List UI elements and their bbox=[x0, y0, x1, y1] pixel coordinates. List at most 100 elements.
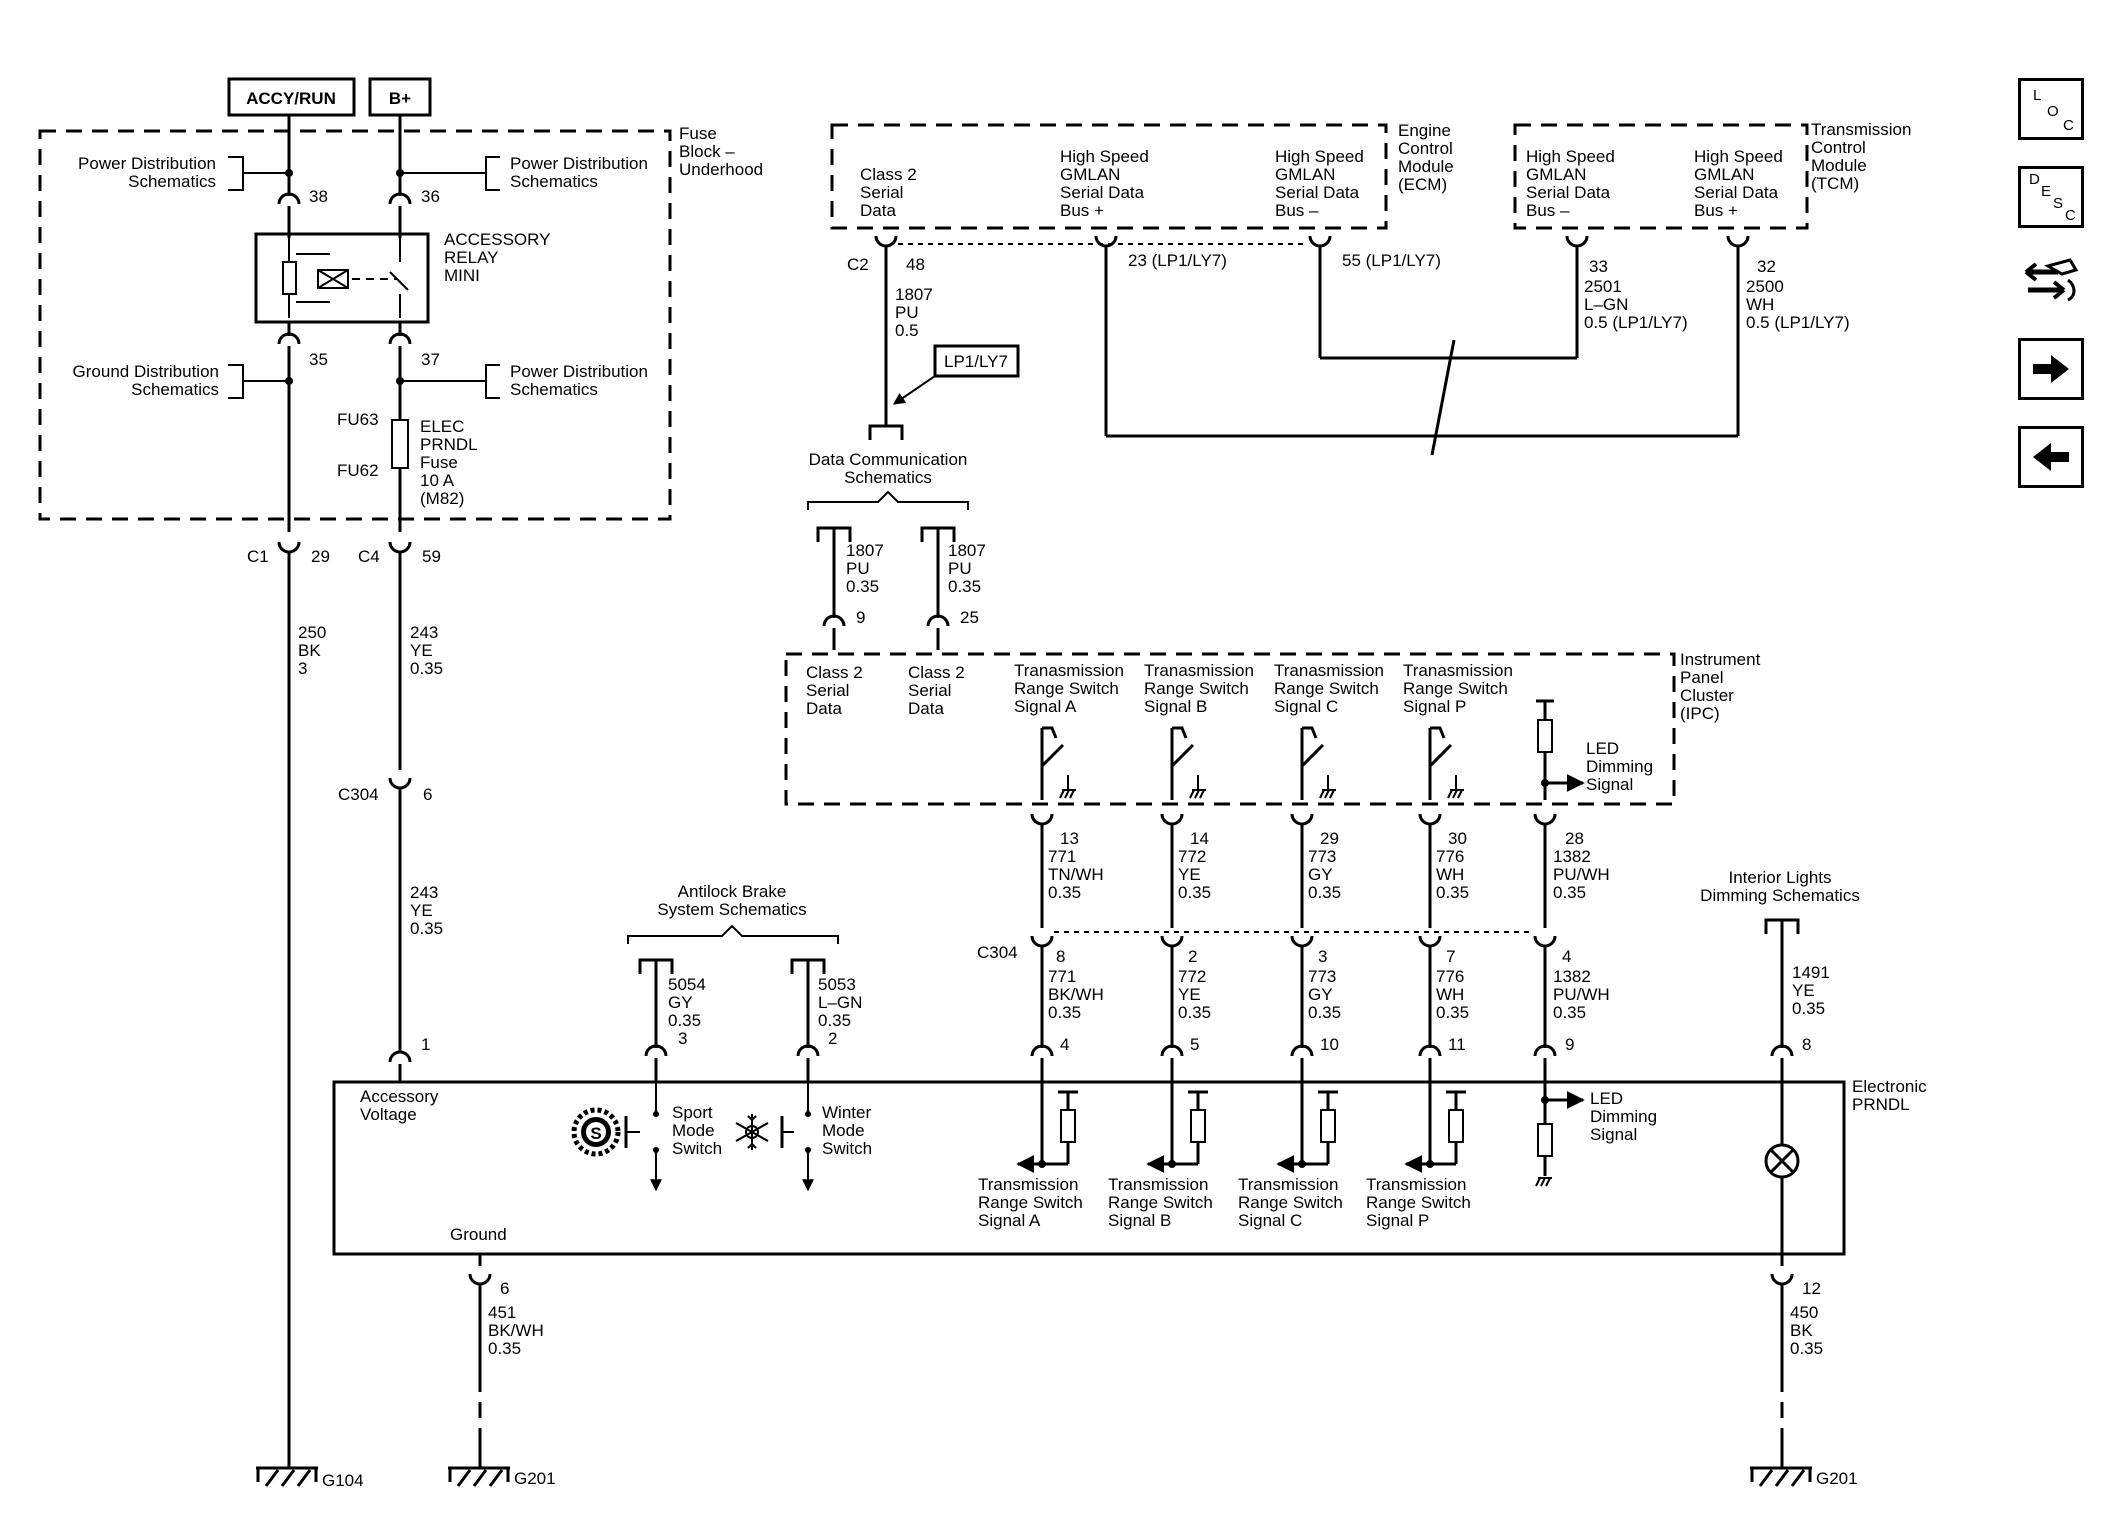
ipc-trs-p-3: Signal P bbox=[1403, 697, 1466, 716]
tcm-hsplus-3: Serial Data bbox=[1694, 183, 1779, 202]
data-comm-label-2: Schematics bbox=[844, 468, 932, 487]
c1-pin: 29 bbox=[311, 547, 330, 566]
ipc-title-3: Cluster bbox=[1680, 686, 1734, 705]
abs-5053-3: 0.35 bbox=[818, 1011, 851, 1030]
tcm-title-2: Control bbox=[1811, 138, 1866, 157]
rwl-led-pin: 4 bbox=[1562, 947, 1571, 966]
lp1-ly7-label: LP1/LY7 bbox=[944, 352, 1008, 371]
ground-g201-left-icon bbox=[448, 1466, 510, 1487]
sport-mode-gear-icon: S bbox=[571, 1107, 621, 1157]
ecm-pin-55: 55 (LP1/LY7) bbox=[1342, 251, 1441, 270]
fuse-block-title-3: Underhood bbox=[679, 160, 763, 179]
ipc-trs-a-3: Signal A bbox=[1014, 697, 1077, 716]
relay-label-1: ACCESSORY bbox=[444, 230, 550, 249]
tcm-outline bbox=[1513, 123, 1809, 230]
prndl-trs-p-3: Signal P bbox=[1366, 1211, 1429, 1230]
prndl-accv-1: Accessory bbox=[360, 1087, 439, 1106]
sport-label-2: Mode bbox=[672, 1121, 715, 1140]
rwu-a-size: 0.35 bbox=[1048, 883, 1081, 902]
prndl-title-1: Electronic bbox=[1852, 1077, 1927, 1096]
fuse-label-4: 10 A bbox=[420, 471, 455, 490]
ecm-hsminus-1: High Speed bbox=[1275, 147, 1364, 166]
rwu-a-pin: 13 bbox=[1060, 829, 1079, 848]
pds-left-2: Schematics bbox=[128, 172, 216, 191]
wire-450-2: BK bbox=[1790, 1321, 1813, 1340]
ipc-trs-c-2: Range Switch bbox=[1274, 679, 1379, 698]
rwl-c-num: 773 bbox=[1308, 967, 1336, 986]
desc-button[interactable]: D E S C bbox=[2018, 166, 2084, 228]
dc-wire-a-1: 1807 bbox=[846, 541, 884, 560]
prndl-input-c bbox=[1276, 1082, 1338, 1173]
desc-letter-c: C bbox=[2065, 207, 2076, 224]
rwu-p-color: WH bbox=[1436, 865, 1464, 884]
range-wire-c bbox=[1290, 813, 1314, 1082]
ecm-title-2: Control bbox=[1398, 139, 1453, 158]
tcm-hsminus-2: GMLAN bbox=[1526, 165, 1586, 184]
abs-5054-1: 5054 bbox=[668, 975, 706, 994]
wire-450-1: 450 bbox=[1790, 1303, 1818, 1322]
wire-1491-3: 0.35 bbox=[1792, 999, 1825, 1018]
c304-left-label: C304 bbox=[338, 785, 379, 804]
lp1-ly7-tag bbox=[933, 344, 1020, 378]
wrench-icon bbox=[2024, 258, 2079, 302]
desc-letter-s: S bbox=[2053, 195, 2064, 212]
wire-250-3: 3 bbox=[298, 659, 307, 678]
c1-label: C1 bbox=[247, 547, 269, 566]
abs-5054-2: GY bbox=[668, 993, 693, 1012]
accessory-relay bbox=[254, 232, 430, 324]
ipc-class2b-3: Data bbox=[908, 699, 944, 718]
rwu-led-size: 0.35 bbox=[1553, 883, 1586, 902]
tcm-hsplus-2: GMLAN bbox=[1694, 165, 1754, 184]
fuse-label-3: Fuse bbox=[420, 453, 458, 472]
ipc-led-2: Dimming bbox=[1586, 757, 1653, 776]
data-comm-label-1: Data Communication bbox=[809, 450, 968, 469]
prndl-accv-2: Voltage bbox=[360, 1105, 417, 1124]
arrow-right-icon bbox=[2033, 355, 2069, 383]
ipc-title-1: Instrument bbox=[1680, 650, 1761, 669]
ipc-trs-c-3: Signal C bbox=[1274, 697, 1338, 716]
relay-label-3: MINI bbox=[444, 266, 480, 285]
winter-label-1: Winter bbox=[822, 1103, 871, 1122]
rwu-p-num: 776 bbox=[1436, 847, 1464, 866]
ipc-class2a-2: Serial bbox=[806, 681, 849, 700]
next-button[interactable] bbox=[2018, 338, 2084, 400]
tcm-hsplus-4: Bus + bbox=[1694, 201, 1738, 220]
pin-38: 38 bbox=[309, 187, 328, 206]
tools-icon-button[interactable] bbox=[2018, 250, 2084, 312]
rwu-p-pin: 30 bbox=[1448, 829, 1467, 848]
relay-label-2: RELAY bbox=[444, 248, 499, 267]
tcm-hsplus-1: High Speed bbox=[1694, 147, 1783, 166]
wire-243b-3: 0.35 bbox=[410, 919, 443, 938]
ecm-hsplus-3: Serial Data bbox=[1060, 183, 1145, 202]
winter-mode-switch bbox=[780, 1082, 814, 1192]
rwl-b-size: 0.35 bbox=[1178, 1003, 1211, 1022]
ipc-class2b-2: Serial bbox=[908, 681, 951, 700]
ipc-trs-b-1: Tranasmission bbox=[1144, 661, 1254, 680]
pin-35: 35 bbox=[309, 350, 328, 369]
dc-wire-b-2: PU bbox=[948, 559, 972, 578]
ipc-title-4: (IPC) bbox=[1680, 704, 1720, 723]
dc-wire-b-3: 0.35 bbox=[948, 577, 981, 596]
c304-lower-label: C304 bbox=[977, 943, 1018, 962]
pds-left-1: Power Distribution bbox=[78, 154, 216, 173]
range-wire-led bbox=[1533, 813, 1557, 1082]
tcm-hsminus-3: Serial Data bbox=[1526, 183, 1611, 202]
prndl-trs-c-2: Range Switch bbox=[1238, 1193, 1343, 1212]
wire-1807-3: 0.5 bbox=[895, 321, 919, 340]
pds-right-top-2: Schematics bbox=[510, 172, 598, 191]
accy-run-box bbox=[227, 77, 356, 117]
winter-label-2: Mode bbox=[822, 1121, 865, 1140]
ipc-switch-c bbox=[1300, 726, 1336, 800]
ipc-class2b-1: Class 2 bbox=[908, 663, 965, 682]
interior-lights-label-2: Dimming Schematics bbox=[1700, 886, 1860, 905]
wire-1807-2: PU bbox=[895, 303, 919, 322]
abs-5054-3: 0.35 bbox=[668, 1011, 701, 1030]
ecm-hsminus-3: Serial Data bbox=[1275, 183, 1360, 202]
rwu-c-num: 773 bbox=[1308, 847, 1336, 866]
rwl-c-color: GY bbox=[1308, 985, 1333, 1004]
wire-250-2: BK bbox=[298, 641, 321, 660]
ecm-hsminus-4: Bus – bbox=[1275, 201, 1319, 220]
back-button[interactable] bbox=[2018, 426, 2084, 488]
lamp-icon bbox=[1764, 1143, 1800, 1179]
loc-button[interactable]: L O C bbox=[2018, 78, 2084, 140]
